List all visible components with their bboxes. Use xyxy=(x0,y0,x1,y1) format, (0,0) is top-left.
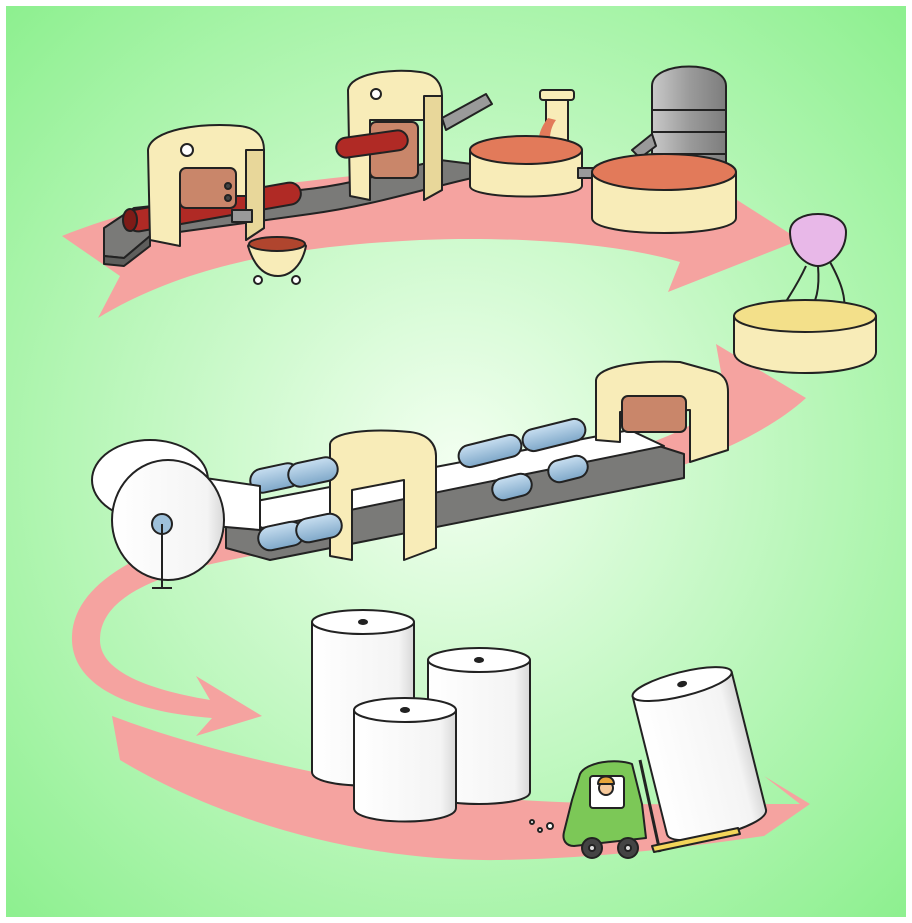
exhaust-puff xyxy=(547,823,553,829)
gauge-icon xyxy=(181,144,193,156)
paper-roll-icon xyxy=(354,698,456,822)
gauge-icon xyxy=(371,89,381,99)
exhaust-puff xyxy=(538,828,542,832)
exhaust-puff xyxy=(530,820,534,824)
